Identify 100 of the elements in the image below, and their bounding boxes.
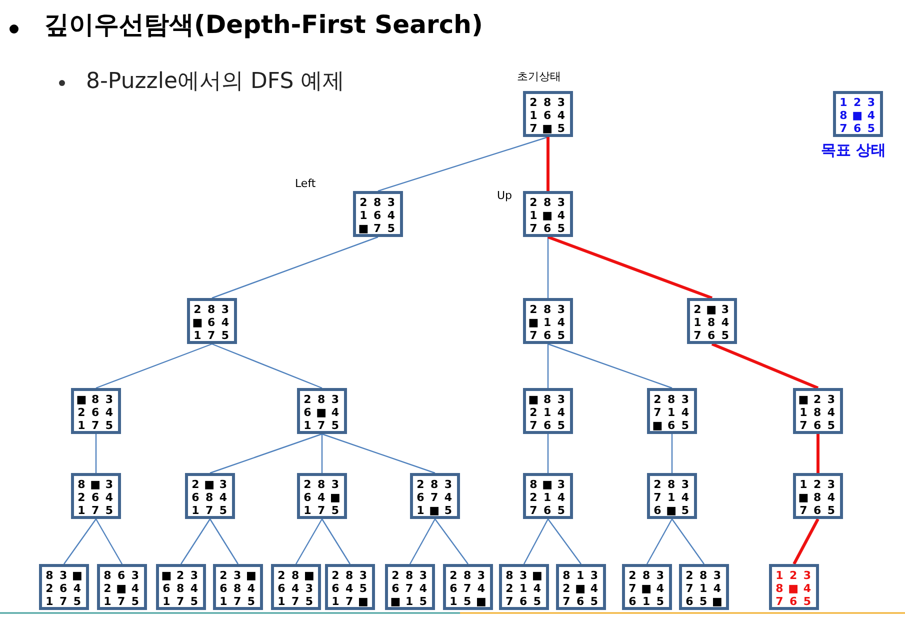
puzzle-box	[556, 564, 606, 610]
tree-edge	[816, 434, 820, 473]
puzzle-box	[39, 564, 89, 610]
tile-numbers: 2 8 3 ■ 1 4 7 6 5	[528, 303, 566, 342]
tile-numbers: 2 8 3 1 6 4 ■ 7 5	[358, 196, 396, 235]
tile-numbers: 2 8 3 ■ 6 4 1 7 5	[192, 303, 230, 342]
tree-edge	[434, 518, 468, 564]
puzzle-box	[187, 298, 237, 344]
tree-edge	[295, 518, 323, 564]
tree-edge	[711, 342, 819, 390]
puzzle-box	[769, 564, 819, 610]
tree-edge	[792, 518, 820, 565]
tree-edge	[180, 518, 210, 564]
puzzle-box	[443, 564, 493, 610]
tile-numbers: 8 ■ 3 2 1 4 7 6 5	[528, 478, 566, 517]
tile-numbers: 2 8 3 7 1 4 6 5 ■	[684, 569, 724, 608]
puzzle-box	[679, 564, 729, 610]
tile-numbers: 2 ■ 3 6 8 4 1 7 5	[190, 478, 228, 517]
tree-edge	[409, 518, 436, 564]
puzzle-box	[297, 473, 347, 519]
tree-edge	[671, 434, 673, 473]
tree-edge	[212, 236, 378, 299]
puzzle-box	[687, 298, 737, 344]
tree-edge	[96, 343, 212, 389]
tile-numbers: ■ 8 3 2 1 4 7 6 5	[528, 393, 566, 432]
puzzle-box	[647, 473, 697, 519]
puzzle-box	[793, 473, 843, 519]
tree-edge	[672, 518, 704, 564]
puzzle-box	[271, 564, 321, 610]
tree-edge	[322, 433, 436, 474]
tree-edge	[95, 518, 123, 564]
tree-edge	[546, 137, 550, 191]
puzzle-box	[523, 298, 573, 344]
tree-edge	[547, 237, 549, 298]
tile-numbers: 8 3 ■ 2 6 4 1 7 5	[44, 569, 84, 608]
state-label: Left	[295, 177, 316, 190]
tree-edge	[322, 518, 350, 564]
tile-numbers: 8 3 ■ 2 1 4 7 6 5	[504, 569, 544, 608]
tile-numbers: 2 8 3 7 1 4 6 ■ 5	[652, 478, 690, 517]
state-label: 초기상태	[517, 69, 561, 84]
subtitle: 8-Puzzle에서의 DFS 예제	[86, 68, 345, 96]
puzzle-box	[523, 191, 573, 237]
tile-numbers: 2 8 3 6 4 5 1 7 ■	[330, 569, 370, 608]
tile-numbers: 2 8 3 7 1 4 ■ 6 5	[652, 393, 690, 432]
tile-numbers: 2 8 3 6 ■ 4 1 7 5	[302, 393, 340, 432]
tile-numbers: 1 2 3 8 ■ 4 7 6 5	[774, 569, 812, 608]
puzzle-box	[499, 564, 549, 610]
tile-numbers: 2 ■ 3 1 8 4 7 6 5	[692, 303, 730, 342]
tile-numbers: 2 3 ■ 6 8 4 1 7 5	[218, 569, 258, 608]
puzzle-box	[833, 91, 883, 137]
tile-numbers: 2 8 3 7 ■ 4 6 1 5	[628, 569, 666, 608]
tile-numbers: 1 2 3 ■ 8 4 7 6 5	[798, 478, 836, 517]
tree-edge	[64, 518, 96, 564]
puzzle-box	[647, 388, 697, 434]
tree-edge	[547, 236, 713, 300]
puzzle-box	[523, 91, 573, 137]
tree-edge	[548, 343, 672, 389]
tile-numbers: 8 6 3 2 ■ 4 1 7 5	[102, 569, 140, 608]
tile-numbers: 8 ■ 3 2 6 4 1 7 5	[76, 478, 114, 517]
tile-numbers: 2 8 3 6 7 4 1 ■ 5	[416, 478, 454, 517]
tile-numbers: ■ 2 3 6 8 4 1 7 5	[161, 569, 200, 608]
puzzle-box	[410, 473, 460, 519]
puzzle-box	[353, 191, 403, 237]
tile-numbers: 8 1 3 2 ■ 4 7 6 5	[562, 569, 600, 608]
tile-numbers: 2 8 3 6 7 4 ■ 1 5	[390, 569, 428, 608]
tree-edge	[523, 518, 549, 564]
puzzle-box	[213, 564, 263, 610]
tree-edge	[547, 344, 549, 388]
tree-edge	[548, 518, 582, 564]
tile-numbers: 2 8 3 1 ■ 4 7 6 5	[528, 196, 566, 235]
puzzle-box	[793, 388, 843, 434]
title: 깊이우선탐색(Depth-First Search)	[44, 9, 483, 41]
puzzle-box	[97, 564, 147, 610]
tile-numbers: 2 8 ■ 6 4 3 1 7 5	[276, 569, 316, 608]
tree-edge	[95, 434, 97, 473]
tree-edge	[210, 518, 238, 564]
state-label: 목표 상태	[821, 141, 886, 160]
tile-numbers: ■ 2 3 1 8 4 7 6 5	[798, 393, 836, 432]
tile-numbers: 2 8 3 6 7 4 1 5 ■	[448, 569, 488, 608]
puzzle-box	[71, 473, 121, 519]
puzzle-box	[325, 564, 375, 610]
puzzle-box	[523, 388, 573, 434]
tree-edge	[212, 343, 322, 389]
tree-edge	[210, 433, 322, 474]
tile-numbers: 1 2 3 8 ■ 4 7 6 5	[838, 96, 876, 135]
puzzle-box	[297, 388, 347, 434]
puzzle-box	[622, 564, 672, 610]
tree-edge	[646, 518, 673, 564]
puzzle-box	[156, 564, 206, 610]
puzzle-box	[523, 473, 573, 519]
puzzle-box	[71, 388, 121, 434]
state-label: Up	[497, 189, 512, 202]
tile-numbers: 2 8 3 1 6 4 7 ■ 5	[528, 96, 566, 135]
puzzle-box	[385, 564, 435, 610]
tile-numbers: 2 8 3 6 4 ■ 1 7 5	[302, 478, 342, 517]
tree-edge	[378, 136, 548, 192]
tree-edge	[321, 434, 323, 473]
puzzle-box	[185, 473, 235, 519]
tree-edge	[547, 434, 549, 473]
tile-numbers: ■ 8 3 2 6 4 1 7 5	[76, 393, 114, 432]
